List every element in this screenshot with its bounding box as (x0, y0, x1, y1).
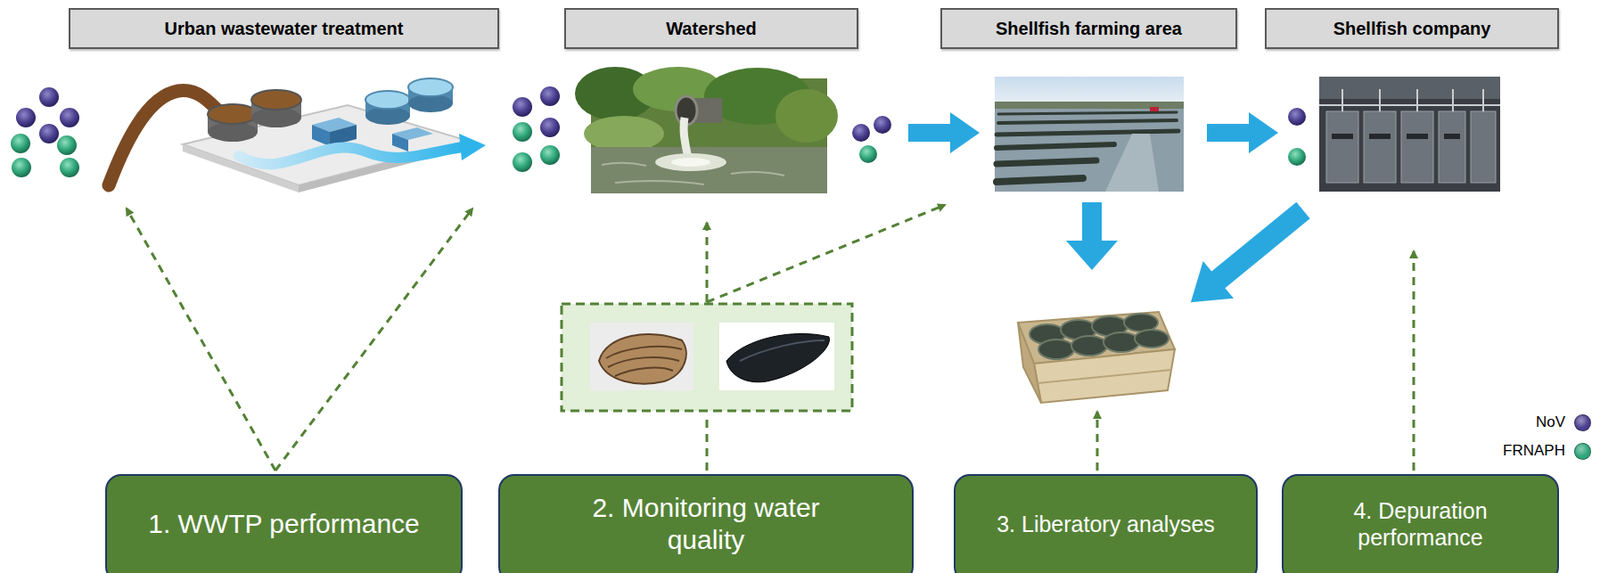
box-label: 1. WWTP performance (147, 508, 420, 541)
header-label: Watershed (665, 18, 757, 40)
dashed-arrows (126, 205, 1414, 471)
wwtp-illustration (108, 78, 486, 193)
oyster-basket (1017, 311, 1175, 403)
stage-header: Urban wastewater treatment (68, 8, 500, 50)
header-label: Shellfish company (1333, 18, 1492, 40)
sentinel-shellfish (561, 303, 853, 411)
header-label: Urban wastewater treatment (164, 18, 404, 40)
box-label: 4. Depuration performance (1299, 497, 1542, 551)
action-box: 2. Monitoring water quality (498, 474, 914, 573)
legend-swatch (1574, 443, 1592, 460)
farming-area-photo (994, 76, 1184, 192)
legend-entry: FRNAPH (1502, 436, 1592, 466)
box-label: 3. Liberatory analyses (996, 510, 1215, 538)
legend-label: FRNAPH (1502, 442, 1566, 460)
stage-header: Shellfish farming area (940, 8, 1238, 50)
header-label: Shellfish farming area (995, 18, 1182, 40)
stage-header: Watershed (564, 8, 859, 50)
legend-entry: NoV (1502, 408, 1592, 437)
stage-header: Shellfish company (1264, 8, 1559, 50)
action-box: 3. Liberatory analyses (953, 474, 1258, 573)
box-label: 2. Monitoring water quality (554, 492, 858, 557)
action-box: 4. Depuration performance (1281, 474, 1559, 573)
flow-arrows (908, 112, 1319, 321)
legend-label: NoV (1535, 413, 1566, 432)
action-box: 1. WWTP performance (105, 474, 463, 573)
watershed-photo (574, 66, 838, 194)
depuration-plant-photo (1319, 76, 1501, 192)
legend-swatch (1574, 414, 1592, 432)
